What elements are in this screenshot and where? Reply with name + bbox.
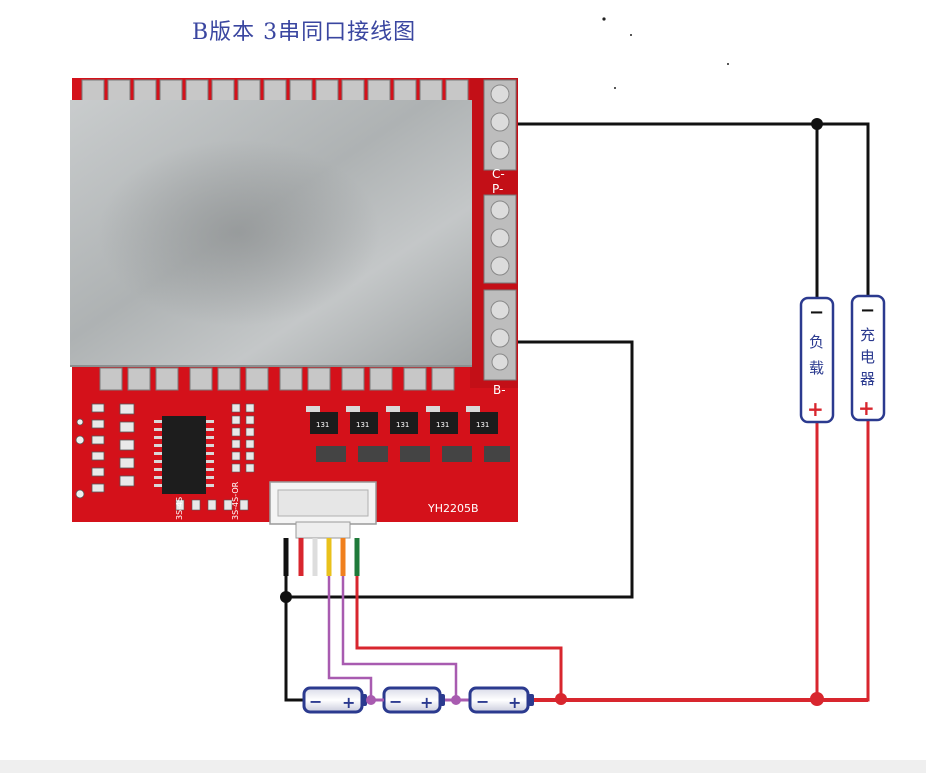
protection-ic [154,416,214,494]
diagram-title: B版本 3串同口接线图 [192,20,417,45]
bottom-pad-row [99,367,455,391]
load-char-1: 负 [809,333,824,351]
mosfet-code-3: 131 [396,421,409,429]
top-pad-row [81,79,469,103]
terminal-group-c [483,79,517,171]
pad-label-p: P- [492,182,503,196]
junction-pack-positive [555,693,567,705]
junction-b-negative [280,591,292,603]
cell-2-plus: + [420,693,433,712]
charger-char-3: 器 [860,370,875,388]
cell-2-3-link [451,695,461,705]
load-minus: − [809,302,824,323]
terminal-group-b [483,289,517,381]
battery-cell-3 [468,686,534,714]
negative-wires [284,122,870,702]
charger-char-1: 充 [860,326,875,344]
charger-device [850,294,886,422]
silk-label-3s4s-b: 3S-4S-OR [231,481,240,520]
mosfet-code-1: 131 [316,421,329,429]
cell-3-plus: + [508,693,521,712]
cell-2-minus: − [389,692,402,711]
balance-connector [269,481,377,539]
mosfet-code-5: 131 [476,421,489,429]
cell-1-plus: + [342,693,355,712]
mosfet-code-4: 131 [436,421,449,429]
charger-char-2: 电 [860,348,875,366]
load-device [799,296,835,424]
bottom-strip [0,760,926,773]
smd-components-left [75,403,135,499]
mosfet-code-2: 131 [356,421,369,429]
heatsink-shade [70,100,472,366]
stray-dots [602,17,729,89]
balance-wires [327,576,458,700]
pad-label-c: C- [492,167,505,181]
junction-load-negative [811,118,823,130]
jumper-pads [175,403,255,511]
battery-cell-1 [302,686,367,714]
cell-1-minus: − [309,692,322,711]
mosfet-array [306,406,510,462]
cell-3-minus: − [476,692,489,711]
junction-load-positive [810,692,824,706]
terminal-group-p [483,194,517,284]
balance-leads [283,538,360,576]
pad-label-b: B- [493,383,506,397]
load-char-2: 载 [809,359,824,377]
board-model-label: YH2205B [427,502,479,515]
charger-plus: + [858,396,875,420]
bms-board: C- P- B- [70,78,518,522]
load-plus: + [807,397,824,421]
silk-label-3s4s-a: 3S-4S [175,497,184,520]
charger-minus: − [860,300,875,321]
